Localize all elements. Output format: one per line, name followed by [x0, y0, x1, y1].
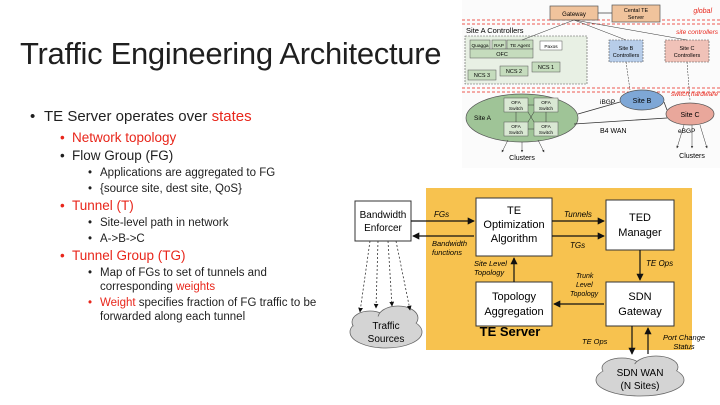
- central-te-label-2: Server: [628, 15, 644, 21]
- tunnels-label: Tunnels: [564, 210, 592, 219]
- ncs1-label: NCS 1: [538, 65, 554, 71]
- te-server-diagram: TE Server Bandwidth Enforcer TE Optimiza…: [349, 188, 705, 397]
- ofa-switch-3-label-1: OFA: [511, 124, 521, 130]
- ofc-label: OFC: [496, 52, 508, 58]
- ofa-switch-1-label-1: OFA: [511, 100, 521, 106]
- traffic-sources-cloud: [349, 305, 423, 349]
- sdn-gateway-label-1: SDN: [628, 291, 651, 303]
- topology-aggregation-box: [475, 281, 553, 327]
- clusters-label-a: Clusters: [509, 155, 535, 162]
- bullet-tunnel-example: A->B->C: [88, 232, 330, 246]
- ted-manager-label-2: Manager: [618, 227, 662, 239]
- ofa-switch-2-label-2: Switch: [539, 106, 553, 112]
- te-opt-label-2: Optimization: [483, 219, 544, 231]
- port-change-label-2: Status: [673, 342, 695, 351]
- te-server-label: TE Server: [480, 324, 541, 339]
- ncs2-label: NCS 2: [506, 69, 522, 75]
- sdn-gateway-label-2: Gateway: [618, 306, 662, 318]
- site-a-controllers-label: Site A Controllers: [466, 26, 524, 35]
- trunk-level-label-2: Level: [576, 282, 593, 289]
- bullet-fg-apps: Applications are aggregated to FG: [88, 166, 330, 180]
- te-opt-label-3: Algorithm: [491, 233, 537, 245]
- port-change-label-1: Port Change: [663, 333, 705, 342]
- te-opt-label-1: TE: [507, 205, 521, 217]
- bullet-te-server: TE Server operates over states: [30, 108, 330, 125]
- central-te-label-1: Cental TE: [624, 8, 649, 14]
- trunk-level-label-1: Trunk: [576, 273, 594, 280]
- bullet-tunnel-group: Tunnel Group (TG): [60, 248, 330, 263]
- bullet-tg-map: Map of FGs to set of tunnels and corresp…: [88, 266, 330, 294]
- ofa-switch-3-label-2: Switch: [509, 130, 523, 136]
- ofa-switch-4-label-1: OFA: [541, 124, 551, 130]
- bullet-weight-text: specifies fraction of FG traffic to be f…: [100, 297, 317, 323]
- bullet-flow-group: Flow Group (FG): [60, 148, 330, 163]
- bullet-weight-highlight: Weight: [100, 297, 136, 309]
- site-b-label: Site B: [633, 98, 652, 105]
- bullet-network-topology: Network topology: [60, 130, 330, 145]
- ofa-switch-1-label-2: Switch: [509, 106, 523, 112]
- te-ops-label-2: TE Ops: [582, 337, 608, 346]
- bandwidth-enforcer-box: [354, 200, 412, 242]
- gateway-label: Gateway: [562, 12, 586, 18]
- site-c-ctrl-label-2: Controllers: [674, 53, 701, 59]
- bullet-weight: Weight specifies fraction of FG traffic …: [88, 296, 330, 324]
- tgs-label: TGs: [570, 241, 585, 250]
- bullet-fg-tuple: {source site, dest site, QoS}: [88, 182, 330, 196]
- b4-architecture-diagram: Gateway Cental TE Server global site con…: [462, 0, 720, 168]
- topology-agg-label-2: Aggregation: [484, 306, 543, 318]
- bullet-tg-map-text: Map of FGs to set of tunnels and corresp…: [100, 267, 267, 293]
- bullet-states-highlight: states: [211, 108, 252, 125]
- sdn-wan-cloud: [595, 355, 685, 397]
- bullet-tunnel: Tunnel (T): [60, 198, 330, 213]
- b4-wan-label: B4 WAN: [600, 128, 627, 135]
- ted-manager-label-1: TED: [629, 212, 651, 224]
- te-ops-label-1: TE Ops: [646, 259, 673, 268]
- bullet-te-server-text: TE Server operates over: [44, 108, 212, 125]
- traffic-sources-label-1: Traffic: [372, 321, 399, 332]
- site-c-ctrl-label-1: Site C: [680, 46, 695, 52]
- ebgp-label: eBGP: [678, 128, 695, 135]
- trunk-level-label-3: Topology: [570, 291, 599, 298]
- bw-functions-label-2: functions: [432, 248, 462, 257]
- site-c-label: Site C: [680, 112, 699, 119]
- site-controllers-layer-label: site controllers: [676, 29, 719, 36]
- ncs3-label: NCS 3: [474, 73, 490, 79]
- traffic-sources-label-2: Sources: [368, 334, 405, 345]
- ibgp-label: iBGP: [600, 99, 615, 106]
- global-layer-label: global: [693, 8, 712, 15]
- site-level-label-1: Site Level: [474, 259, 507, 268]
- bandwidth-enforcer-label-2: Enforcer: [364, 223, 402, 234]
- sdn-wan-label-1: SDN WAN: [617, 368, 664, 379]
- quagga-label: Quagga: [471, 43, 488, 49]
- site-c-node: [665, 102, 715, 126]
- sdn-wan-label-2: (N Sites): [621, 381, 660, 392]
- bandwidth-enforcer-label-1: Bandwidth: [360, 210, 407, 221]
- ofa-switch-4-label-2: Switch: [539, 130, 553, 136]
- central-te-server-box: [611, 4, 661, 23]
- bullet-list: TE Server operates over states Network t…: [30, 108, 330, 326]
- te-optimization-box: [475, 197, 553, 257]
- slide-title: Traffic Engineering Architecture: [20, 36, 442, 71]
- switch-hardware-layer-label: switch hardware: [671, 91, 718, 98]
- ted-manager-box: [605, 199, 675, 251]
- bw-functions-label-1: Bandwidth: [432, 239, 467, 248]
- te-agent-label: TE Agent: [510, 43, 530, 49]
- sdn-gateway-box: [605, 281, 675, 327]
- fgs-label: FGs: [434, 210, 449, 219]
- site-level-label-2: Topology: [474, 268, 505, 277]
- topology-agg-label-1: Topology: [492, 291, 537, 303]
- site-a-label: Site A: [474, 115, 492, 122]
- ofa-switch-2-label-1: OFA: [541, 100, 551, 106]
- site-b-ctrl-label-2: Controllers: [613, 53, 640, 59]
- paxos-label: Paxos: [544, 44, 558, 50]
- bullet-weights-highlight: weights: [176, 281, 216, 293]
- site-b-ctrl-label-1: Site B: [619, 46, 634, 52]
- rap-label: RAP: [494, 43, 504, 49]
- bullet-tunnel-path: Site-level path in network: [88, 216, 330, 230]
- clusters-label-c: Clusters: [679, 153, 705, 160]
- site-b-node: [619, 89, 665, 111]
